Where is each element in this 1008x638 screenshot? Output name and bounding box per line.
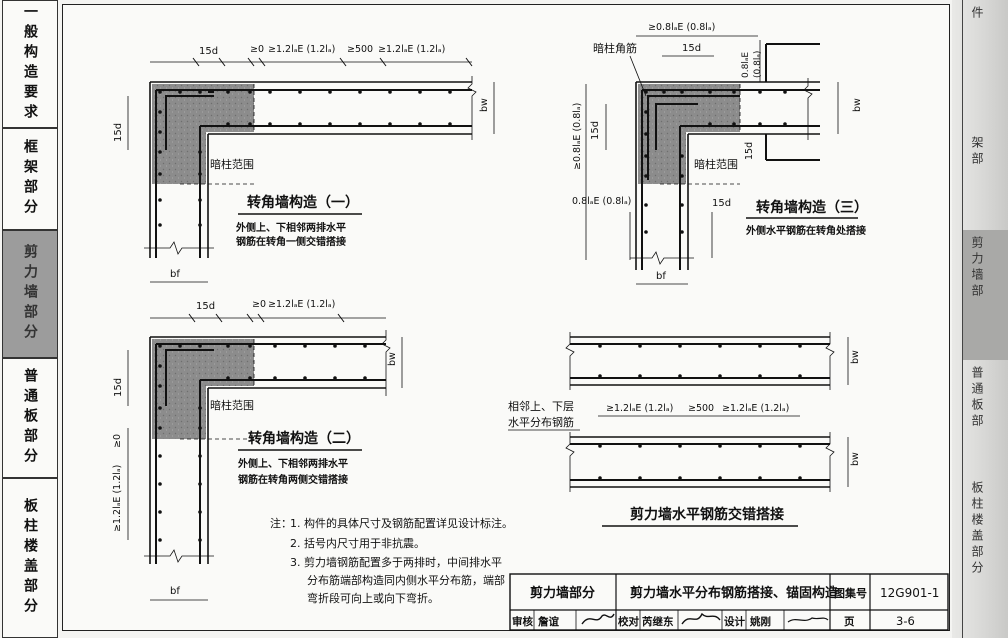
tb-reviewer: 詹谊 — [538, 615, 559, 628]
dim-bf: bf — [170, 269, 180, 280]
corner-wall-detail-1: 15d ≥0 ≥1.2lₐE (1.2lₐ) ≥500 ≥1.2lₐE (1.2… — [113, 44, 495, 283]
dim-lap-d4b: ≥1.2lₐE (1.2lₐ) — [722, 403, 789, 414]
tb-check-label: 校对 — [618, 615, 639, 628]
dim-15d: 15d — [199, 46, 218, 57]
right-tab-3: 剪力墙部 — [962, 230, 1008, 360]
note-d1-line2: 钢筋在转角一侧交错搭接 — [236, 235, 346, 248]
note-2: 2. 括号内尺寸用于非抗震。 — [290, 536, 425, 550]
dim-ge0-vert: ≥0 — [112, 434, 123, 448]
note-3-cont1: 分布筋端部构造同内侧水平分布筋，端部 — [307, 573, 505, 587]
side-tab-frame[interactable]: 框架部分 — [2, 128, 58, 230]
dim-bw-d3: bw — [852, 98, 863, 112]
dim-bw-d4a: bw — [850, 350, 861, 364]
dim-lap-d2: ≥1.2lₐE (1.2lₐ) — [268, 299, 335, 310]
note-d2-line2: 钢筋在转角两侧交错搭接 — [238, 473, 348, 486]
dim-ge0: ≥0 — [250, 44, 264, 55]
note-1: 1. 构件的具体尺寸及钢筋配置详见设计标注。 — [290, 516, 513, 530]
dim-15d-vert-d3: 15d — [590, 121, 601, 140]
notes-prefix: 注： — [270, 516, 292, 530]
dim-08-vert: ≥0.8lₐE (0.8lₐ) — [572, 103, 583, 170]
dim-15d-right: 15d — [744, 142, 755, 160]
dim-15d-bottom-d3: 15d — [712, 198, 731, 209]
label-dark-column-d2: 暗柱范围 — [210, 398, 254, 412]
title-corner-wall-1: 转角墙构造（一） — [247, 194, 359, 211]
label-dark-column: 暗柱范围 — [210, 157, 254, 171]
dim-08-right: 0.8lₐE — [741, 52, 751, 78]
tb-checker: 芮继东 — [642, 615, 674, 628]
tb-design-label: 设计 — [724, 615, 745, 628]
side-tab-column: 一般构造要求 框架部分 剪力墙部分 普通板部分 板柱楼盖部分 — [2, 0, 60, 638]
side-tab-general[interactable]: 一般构造要求 — [2, 0, 58, 128]
horizontal-bar-lap-detail: bw bw ≥1.2lₐE (1.2lₐ) ≥500 ≥1.2lₐE (1.2l… — [508, 332, 861, 527]
title-corner-wall-2: 转角墙构造（二） — [248, 430, 360, 447]
dim-08-top: ≥0.8lₐE (0.8lₐ) — [648, 22, 715, 33]
dim-bf-d2: bf — [170, 586, 180, 597]
tb-reviewer-signature — [581, 613, 615, 625]
note-d3-line1: 外侧水平钢筋在转角处搭接 — [745, 224, 866, 237]
label-horizontal-bars: 水平分布钢筋 — [508, 415, 574, 429]
tb-title: 剪力墙水平分布钢筋搭接、锚固构造 — [630, 585, 839, 601]
note-3: 3. 剪力墙钢筋配置多于两排时，中间排水平 — [290, 555, 502, 569]
label-adjacent-layers: 相邻上、下层 — [508, 400, 574, 413]
tb-designer: 姚刚 — [749, 615, 771, 628]
tb-page-label: 页 — [844, 616, 855, 628]
dim-15d-vert: 15d — [113, 123, 124, 142]
corner-wall-detail-2: 15d ≥0 ≥1.2lₐE (1.2lₐ) bw 15d ≥0 ≥1.2lₐE… — [112, 299, 403, 601]
tb-designer-signature — [787, 617, 829, 623]
title-corner-wall-3: 转角墙构造（三） — [756, 199, 868, 216]
tb-atlas-label: 图集号 — [834, 586, 867, 600]
note-d1-line1: 外侧上、下相邻两排水平 — [235, 221, 346, 234]
corner-wall-detail-3: 0.8lₐE (0.8lₐ) 15d ≥0.8lₐE (0.8lₐ) 15d b… — [572, 22, 868, 285]
side-tab-slab[interactable]: 普通板部分 — [2, 358, 58, 478]
dim-lap-2: ≥1.2lₐE (1.2lₐ) — [378, 44, 445, 55]
dim-bw-d4b: bw — [850, 452, 861, 466]
tb-review-label: 审核 — [512, 615, 533, 628]
right-tab-4: 普通板部 — [962, 360, 1008, 475]
tb-checker-signature — [681, 612, 721, 625]
tb-page-no: 3-6 — [896, 614, 915, 628]
label-dark-column-corner-bar: 暗柱角筋 — [593, 41, 637, 55]
dim-ge500-d4: ≥500 — [688, 403, 714, 414]
right-tab-1: 件 — [962, 0, 1008, 130]
label-dark-column-d3: 暗柱范围 — [694, 157, 738, 171]
dim-ge500: ≥500 — [347, 44, 373, 55]
dim-08-left: 0.8lₐE (0.8lₐ) — [572, 196, 631, 207]
tb-section: 剪力墙部分 — [530, 585, 595, 601]
dim-lap-d4a: ≥1.2lₐE (1.2lₐ) — [606, 403, 673, 414]
dim-ge0-d2: ≥0 — [252, 299, 266, 310]
title-lap-detail: 剪力墙水平钢筋交错搭接 — [630, 506, 784, 523]
dim-lap-1: ≥1.2lₐE (1.2lₐ) — [268, 44, 335, 55]
right-tab-5: 板柱楼盖部分 — [962, 475, 1008, 638]
dim-08-right-paren: (0.8lₐ) — [753, 51, 763, 78]
dim-15d-d2: 15d — [196, 301, 215, 312]
note-3-cont2: 弯折段可向上或向下弯折。 — [307, 591, 439, 605]
dim-lap-vert: ≥1.2lₐE (1.2lₐ) — [112, 465, 123, 532]
side-tab-shear-wall[interactable]: 剪力墙部分 — [2, 230, 58, 358]
dim-bw: bw — [479, 98, 490, 112]
title-block: 剪力墙部分 剪力墙水平分布钢筋搭接、锚固构造 图集号 12G901-1 审核 詹… — [509, 573, 949, 631]
notes: 注： 1. 构件的具体尺寸及钢筋配置详见设计标注。 2. 括号内尺寸用于非抗震。… — [270, 516, 513, 605]
tb-atlas-no: 12G901-1 — [880, 586, 939, 600]
dim-15d-vert-d2: 15d — [113, 378, 124, 397]
dim-bf-d3: bf — [656, 271, 666, 282]
right-tab-2: 架部 — [962, 130, 1008, 230]
note-d2-line1: 外侧上、下相邻两排水平 — [237, 457, 348, 470]
dim-15d-top-d3: 15d — [682, 43, 701, 54]
side-tab-flat-slab[interactable]: 板柱楼盖部分 — [2, 478, 58, 638]
dim-bw-d2: bw — [387, 352, 398, 366]
